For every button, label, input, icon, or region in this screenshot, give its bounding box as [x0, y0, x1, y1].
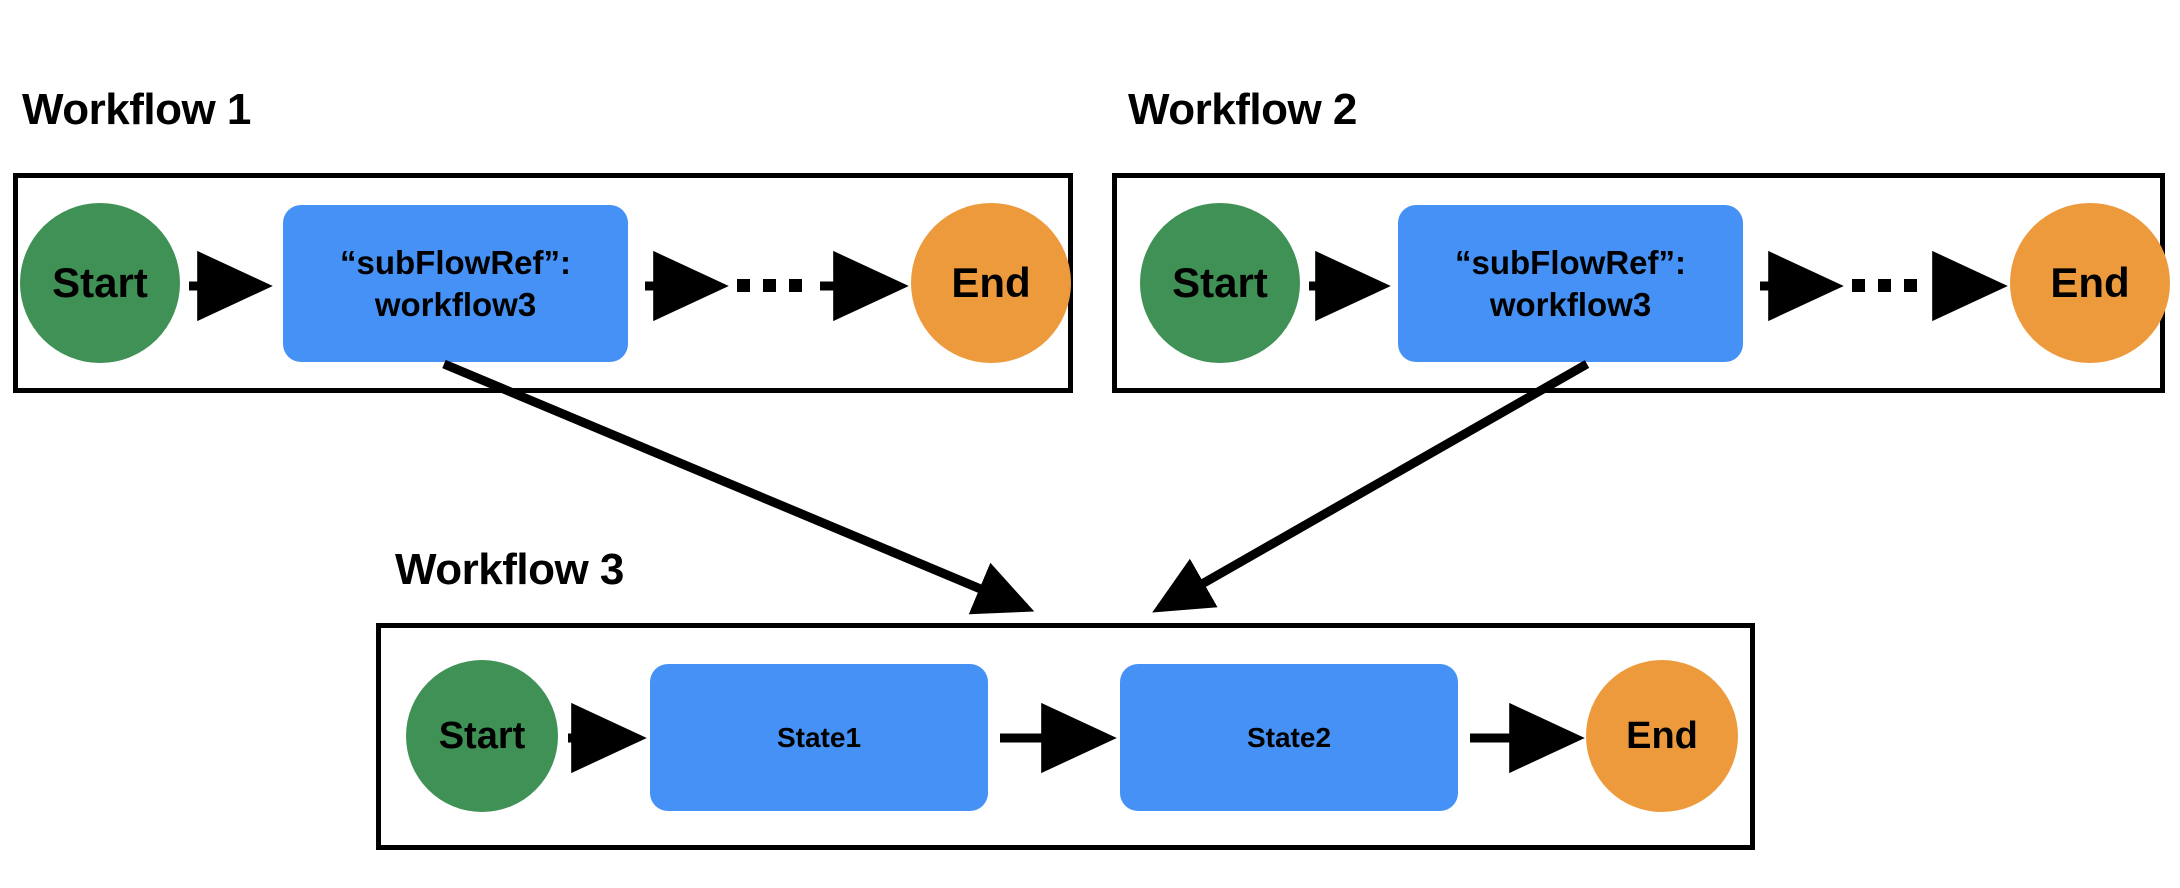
wf1-subflowref-label-line1: “subFlowRef”: [340, 244, 571, 282]
wf2-ellipsis-dot-2 [1878, 279, 1891, 292]
subflow-link-wf2-to-wf3 [1152, 360, 1590, 613]
wf2-subflowref-label-line1: “subFlowRef”: [1455, 244, 1686, 282]
wf2-subflowref-node[interactable]: “subFlowRef”: workflow3 [1398, 205, 1743, 362]
wf1-ellipsis-dot-2 [763, 279, 776, 292]
wf2-ellipsis-dot-1 [1852, 279, 1865, 292]
workflow-3-title: Workflow 3 [395, 545, 624, 594]
wf1-subflowref-node[interactable]: “subFlowRef”: workflow3 [283, 205, 628, 362]
wf3-end-node[interactable]: End [1586, 660, 1738, 812]
wf3-start-node[interactable]: Start [406, 660, 558, 812]
workflow-2-title: Workflow 2 [1128, 85, 1357, 134]
wf1-start-label: Start [52, 259, 148, 306]
wf3-state2-node[interactable]: State2 [1120, 664, 1458, 811]
wf3-state2-label: State2 [1246, 722, 1332, 753]
wf1-ellipsis-dot-1 [737, 279, 750, 292]
wf2-end-label: End [2050, 259, 2130, 306]
wf2-end-node[interactable]: End [2010, 203, 2170, 363]
workflow-1-title: Workflow 1 [22, 85, 251, 134]
wf1-ellipsis-dot-3 [789, 279, 802, 292]
wf2-start-label: Start [1172, 259, 1268, 306]
wf1-end-node[interactable]: End [911, 203, 1071, 363]
workflow-3-container [376, 623, 1755, 850]
wf2-start-node[interactable]: Start [1140, 203, 1300, 363]
wf1-start-node[interactable]: Start [20, 203, 180, 363]
wf3-start-label: Start [438, 714, 526, 757]
wf3-end-label: End [1626, 714, 1698, 757]
wf1-end-label: End [951, 259, 1031, 306]
wf2-ellipsis-dot-3 [1904, 279, 1917, 292]
wf3-state1-label: State1 [776, 722, 862, 753]
wf1-subflowref-label-line2: workflow3 [374, 285, 537, 323]
wf2-subflowref-label-line2: workflow3 [1489, 285, 1652, 323]
wf3-state1-node[interactable]: State1 [650, 664, 988, 811]
